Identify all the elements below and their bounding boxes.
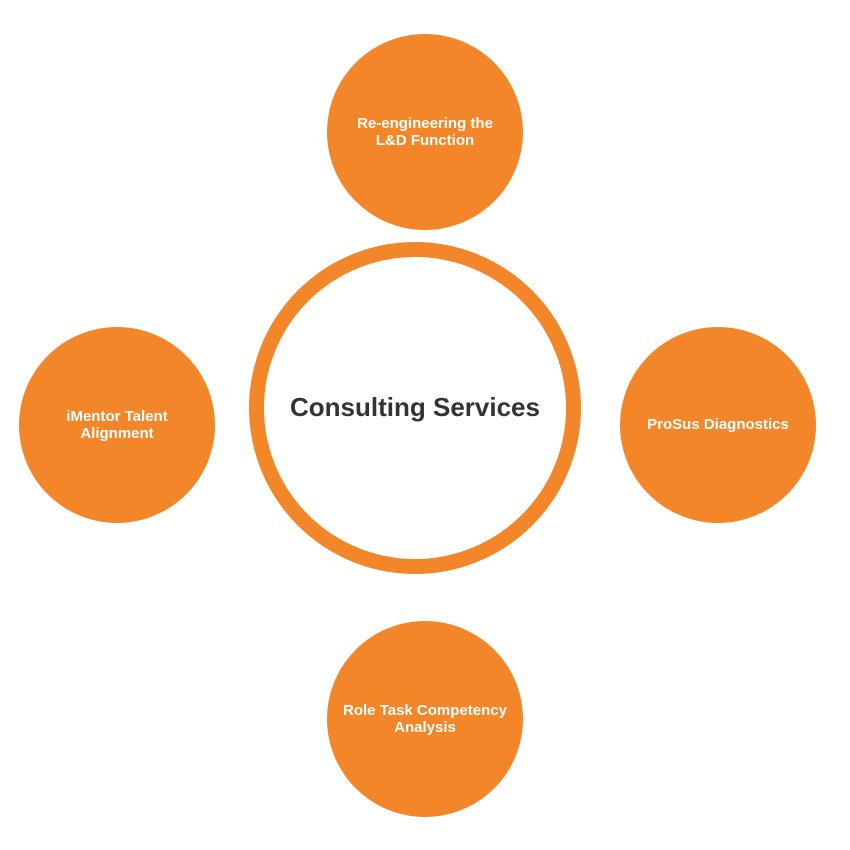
center-circle: Consulting Services — [249, 242, 581, 574]
node-role-task-competency-analysis: Role Task Competency Analysis — [327, 621, 523, 817]
node-label: ProSus Diagnostics — [647, 416, 789, 434]
node-label: Re-engineering the L&D Function — [357, 114, 493, 149]
node-label: iMentor Talent Alignment — [66, 407, 168, 442]
node-label: Role Task Competency Analysis — [343, 701, 507, 736]
node-imentor-talent-alignment: iMentor Talent Alignment — [19, 327, 215, 523]
node-prosus-diagnostics: ProSus Diagnostics — [620, 327, 816, 523]
center-label: Consulting Services — [290, 392, 540, 423]
node-re-engineering-ld: Re-engineering the L&D Function — [327, 34, 523, 230]
